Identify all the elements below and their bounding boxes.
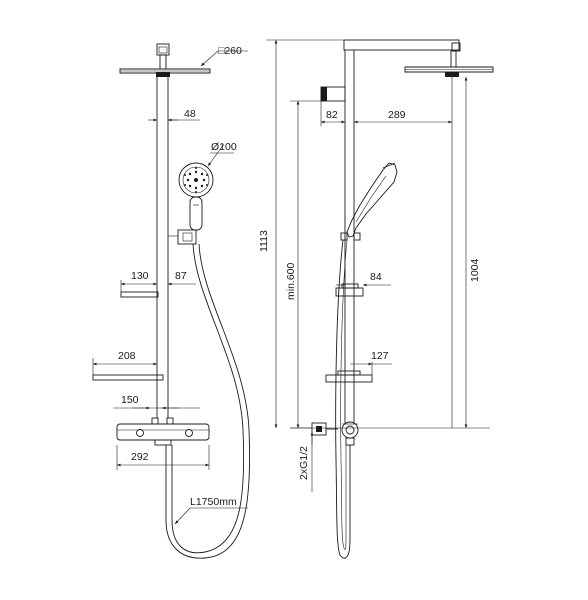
side-head xyxy=(404,50,494,77)
side-arm xyxy=(266,39,461,52)
front-dim-150: 150 xyxy=(113,394,200,410)
side-shelf-large: 127 xyxy=(325,350,392,383)
side-handshower xyxy=(340,162,398,241)
side-dim-min600: min.600 xyxy=(285,100,321,428)
front-dim-shelf-large-label: 208 xyxy=(118,350,136,362)
side-dim-connections: 2xG1/2 xyxy=(298,432,314,492)
side-dim-arm-length-label: 289 xyxy=(388,109,406,121)
side-dim-1113: 1113 xyxy=(258,40,278,428)
side-view: 1113 min.600 82 289 1004 xyxy=(258,39,494,559)
front-dim-shelf-small-label: 130 xyxy=(131,270,149,282)
front-shelf-small: 130 87 xyxy=(120,270,196,298)
side-wall-bracket xyxy=(320,86,346,102)
front-mixer xyxy=(116,417,210,446)
side-dim-min-height-label: min.600 xyxy=(285,262,297,300)
side-dim-arm-offset-label: 82 xyxy=(326,109,338,121)
side-mixer xyxy=(290,421,490,446)
front-dim-292: 292 xyxy=(116,445,210,470)
side-hose xyxy=(335,239,351,559)
front-dim-centers-label: 150 xyxy=(121,394,139,406)
front-handshower: Ø100 xyxy=(168,141,237,245)
front-dim-hose: L1750mm xyxy=(174,496,248,525)
front-column xyxy=(156,77,169,418)
front-view: 48 Ø100 xyxy=(92,43,251,559)
side-dim-shelf-small-label: 84 xyxy=(370,271,382,283)
side-shelf-small: 84 xyxy=(335,271,391,297)
front-hose xyxy=(165,243,251,559)
side-dim-1004: 1004 xyxy=(451,77,481,428)
front-dim-48: 48 xyxy=(148,108,200,122)
side-dim-head-height-label: 1004 xyxy=(469,258,481,282)
front-shelf-large: 208 xyxy=(92,350,164,381)
front-dim-head-label: □260 xyxy=(218,45,242,57)
side-dim-shelf-large-label: 127 xyxy=(371,350,389,362)
front-dim-handshower-label: Ø100 xyxy=(211,141,237,153)
front-dim-shelf-offset-label: 87 xyxy=(175,270,187,282)
front-dim-head: □260 xyxy=(200,45,248,67)
front-head-shower xyxy=(119,43,211,77)
side-dim-82-289: 82 289 xyxy=(320,101,452,126)
front-dim-hose-label: L1750mm xyxy=(190,496,237,508)
side-dim-connections-label: 2xG1/2 xyxy=(298,446,310,480)
side-dim-total-height-label: 1113 xyxy=(258,230,270,252)
front-dim-mixer-label: 292 xyxy=(131,451,149,463)
front-dim-column-label: 48 xyxy=(184,108,196,120)
